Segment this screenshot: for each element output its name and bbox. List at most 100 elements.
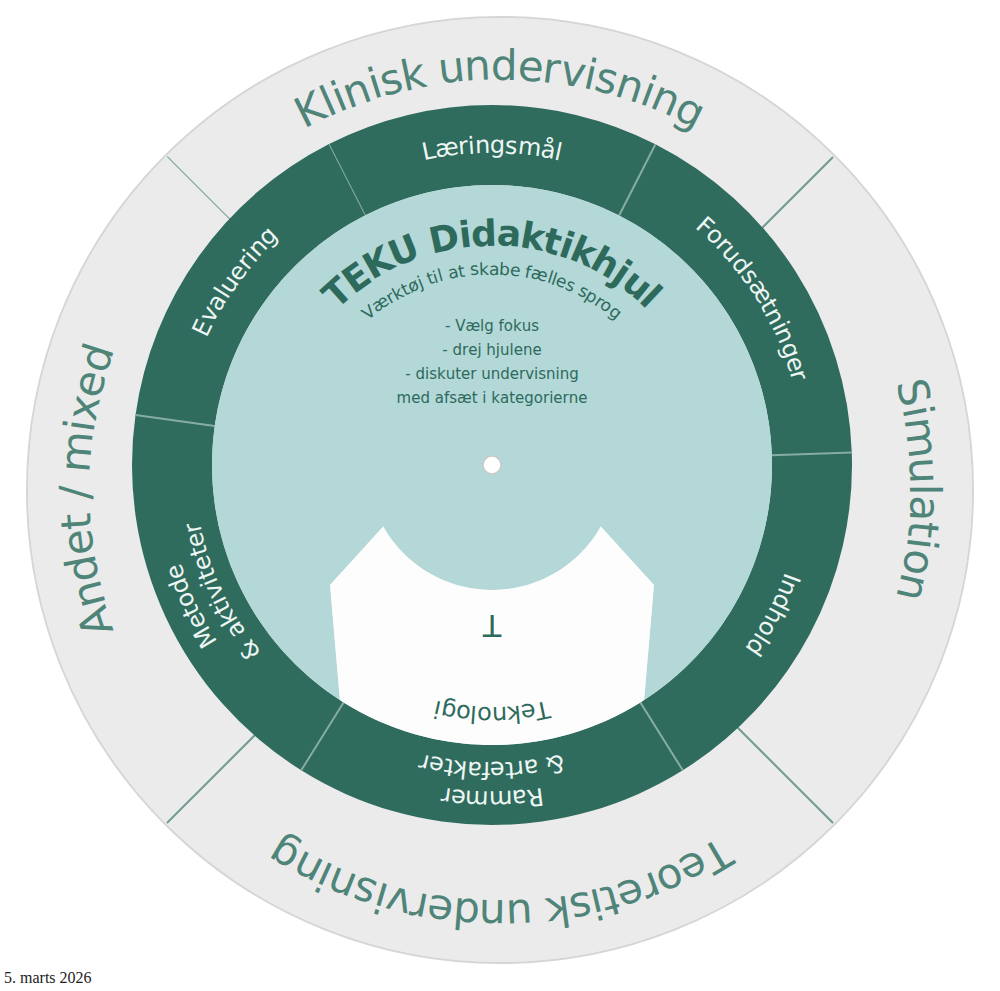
sector-divider [712,157,833,278]
glyph: d [420,389,430,408]
glyph: g [438,695,458,727]
glyph: r [230,249,259,276]
glyph: T [483,606,501,644]
glyph: k [517,212,548,260]
glyph: r [382,286,399,308]
text-holder: Teoretisk undervisning [254,826,747,945]
glyph: t [206,597,237,619]
glyph: l [312,75,344,128]
glyph: n [523,341,533,360]
window-letter: T [471,604,513,646]
glyph: i [549,389,553,408]
glyph: u [505,887,534,941]
wheel-title: TEKU Didaktikhjul [311,207,675,320]
text-holder: Andet / mixed [43,328,126,651]
sector-divider [136,415,215,426]
glyph: E [333,252,379,303]
glyph: d [470,210,497,256]
glyph: U [382,224,426,277]
glyph: a [218,616,251,645]
glyph: t [456,260,466,282]
glyph: r [40,968,45,988]
glyph: b [498,259,510,281]
glyph: t [175,600,206,622]
text-holder: Rammer & artefakter [409,746,573,818]
glyph: i [579,48,602,102]
glyph: d [451,886,482,941]
text-holder: Forudsætninger [688,209,815,391]
glyph: g [259,826,309,885]
setting-label: Simulation [884,363,955,618]
text-holder: T [471,604,513,646]
glyph: u [446,365,456,384]
glyph: n [491,700,507,730]
glyph [431,780,443,811]
glyph: n [479,888,507,941]
glyph: r [513,754,525,785]
glyph: m [516,131,543,164]
date-label: 5. marts 2026 [0,966,98,990]
glyph: i [431,694,444,725]
glyph: k [506,698,522,729]
glyph: u [897,456,951,485]
instruction-text: - Vælg fokus - drej hjulene - diskuter u… [392,315,594,411]
disc-fill [212,185,772,700]
glyph: k [478,258,489,279]
glyph: o [649,850,694,909]
glyph: V [455,317,465,336]
glyph: u [716,238,749,269]
glyph: o [454,698,472,729]
glyph: e [461,365,470,384]
glyph: u [435,40,468,96]
text-holder: Værktøj til at skabe fælles sprog [357,257,627,324]
text-holder: Indhold [738,562,806,663]
glyph: i [634,65,663,119]
glyph: e [158,560,191,584]
glyph: t [49,511,103,531]
glyph: g [524,389,534,408]
text-holder: - Vælg fokus - drej hjulene - diskuter u… [392,315,594,411]
glyph: j [604,251,639,295]
glyph: g [252,220,284,252]
glyph: n [768,322,802,348]
glyph: o [534,389,543,408]
glyph: h [486,341,496,360]
sector-fill [619,144,852,455]
center-hole [483,456,501,474]
glyph: e [610,865,651,923]
glyph: l [549,268,560,289]
glyph [48,472,101,487]
glyph: a [489,258,500,279]
glyph [539,317,544,336]
text-holder: Læringsmål [412,128,574,168]
glyph: a [200,288,233,316]
glyph [476,365,481,384]
glyph: v [556,43,590,99]
glyph: a [32,968,39,988]
glyph: r [591,290,608,311]
sector-fill [166,18,834,490]
glyph [440,264,450,286]
category-label: Indhold [738,562,806,663]
glyph: t [896,519,950,540]
glyph: l [898,484,951,496]
sector-divider [329,144,365,215]
glyph: t [424,268,437,290]
text-holder: Teknologi [422,693,559,732]
glyph: e [532,341,541,360]
glyph: n [463,38,492,92]
glyph: s [504,130,518,161]
glyph: æ [368,290,394,317]
glyph: l [480,317,484,336]
category-label: Rammer & artefakter [409,746,573,818]
glyph: l [545,267,556,288]
glyph: m [893,413,951,460]
glyph: / [48,486,101,500]
glyph: e [553,270,570,293]
glyph: n [241,232,273,264]
glyph: g [490,130,506,160]
